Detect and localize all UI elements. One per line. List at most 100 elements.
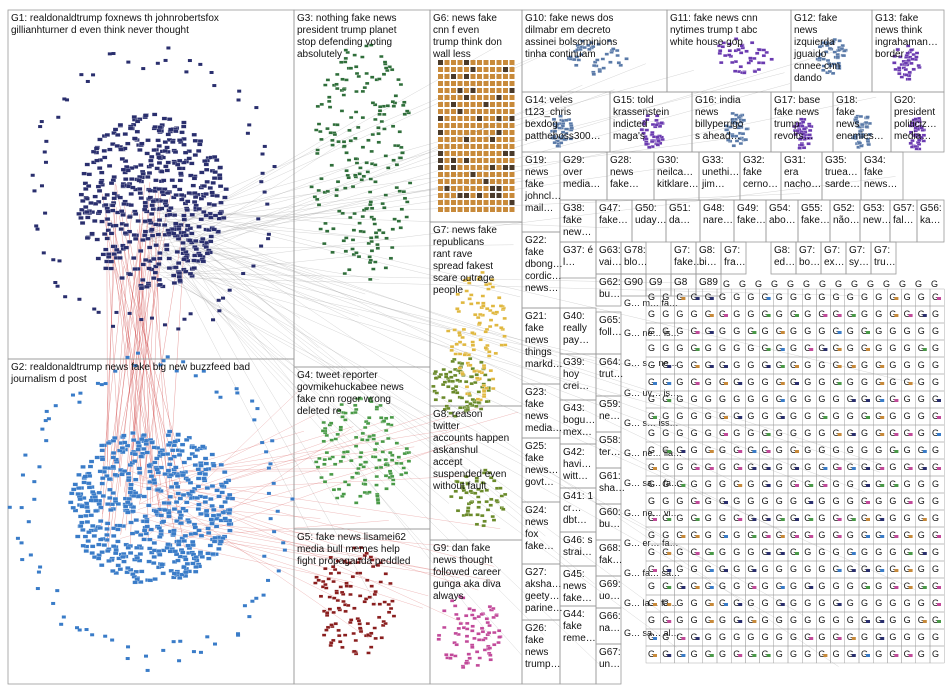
node: [464, 186, 469, 191]
node: [111, 245, 116, 249]
node: [217, 173, 222, 177]
node: [937, 297, 941, 300]
node: [166, 543, 171, 547]
node: [382, 113, 386, 116]
node: [445, 151, 450, 156]
node: [564, 119, 568, 122]
node: [710, 331, 714, 334]
group-label-g89: G89: [699, 277, 718, 288]
tiny-group-glyph: G: [918, 292, 925, 302]
node: [781, 365, 785, 368]
node: [211, 318, 215, 321]
node: [487, 631, 491, 634]
node: [880, 569, 884, 572]
node: [471, 341, 475, 344]
node: [909, 654, 913, 657]
tiny-group-glyph: G: [733, 581, 740, 591]
node: [166, 433, 171, 437]
node: [858, 142, 862, 145]
node: [79, 521, 84, 525]
node: [194, 374, 198, 377]
node: [438, 116, 443, 121]
node: [237, 90, 241, 93]
tiny-group-glyph: G: [733, 343, 740, 353]
node: [264, 450, 268, 453]
node: [391, 483, 395, 486]
node: [354, 157, 358, 160]
node: [667, 399, 671, 402]
node: [115, 540, 120, 544]
node: [314, 461, 318, 464]
node: [482, 395, 486, 398]
node: [137, 187, 142, 191]
node: [358, 166, 362, 169]
node: [235, 387, 239, 390]
node: [807, 142, 811, 145]
node: [331, 251, 335, 254]
node: [724, 433, 728, 436]
node: [92, 219, 97, 223]
node: [488, 325, 492, 328]
node: [404, 472, 408, 475]
node: [758, 48, 762, 51]
node: [236, 632, 240, 635]
node: [180, 241, 185, 245]
node: [451, 179, 456, 184]
node: [170, 449, 175, 453]
node: [157, 257, 162, 261]
node: [100, 476, 105, 480]
node: [371, 101, 375, 104]
node: [795, 450, 799, 453]
node: [880, 535, 884, 538]
node: [120, 157, 125, 161]
tiny-group-glyph: G: [932, 377, 939, 387]
node: [109, 181, 114, 185]
node: [469, 501, 473, 504]
node: [696, 518, 700, 521]
tiny-group-glyph: G: [676, 394, 683, 404]
node: [196, 477, 201, 481]
node: [78, 216, 83, 220]
node: [484, 81, 489, 86]
node: [153, 179, 158, 183]
node: [471, 186, 476, 191]
node: [454, 613, 458, 616]
node: [390, 68, 394, 71]
node: [464, 74, 469, 79]
node: [471, 172, 476, 177]
tiny-group-glyph: G: [932, 547, 939, 557]
node: [909, 433, 913, 436]
tiny-group-glyph: G: [918, 360, 925, 370]
node: [208, 216, 213, 220]
node: [909, 467, 913, 470]
node: [477, 67, 482, 72]
node: [82, 172, 87, 176]
node: [681, 654, 685, 657]
tiny-group-glyph: G: [875, 326, 882, 336]
node: [262, 594, 266, 597]
node: [99, 444, 104, 448]
node: [465, 635, 469, 638]
node: [460, 362, 464, 365]
node: [181, 507, 186, 511]
node: [45, 410, 49, 413]
node: [809, 637, 813, 640]
node: [323, 480, 327, 483]
node: [369, 632, 373, 635]
node: [193, 463, 198, 467]
node: [484, 158, 489, 163]
node: [335, 73, 339, 76]
node: [781, 518, 785, 521]
tiny-group-glyph: G: [733, 428, 740, 438]
tiny-group-glyph: G: [676, 547, 683, 557]
node: [97, 491, 102, 495]
node: [438, 74, 443, 79]
node: [91, 150, 96, 154]
node: [40, 184, 44, 187]
node: [121, 168, 126, 172]
node: [487, 379, 491, 382]
node: [477, 95, 482, 100]
node: [38, 125, 42, 128]
node: [344, 610, 348, 613]
node: [464, 144, 469, 149]
